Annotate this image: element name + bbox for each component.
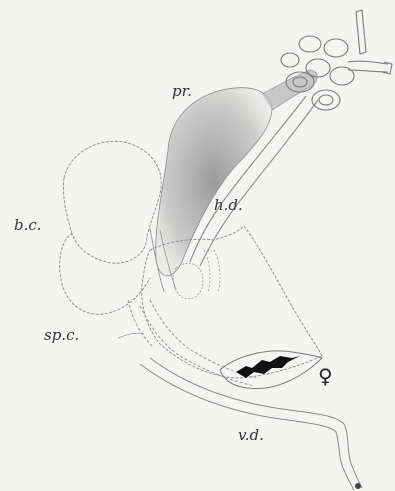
- label-spermathecal-canal: sp.c.: [44, 326, 79, 344]
- coiled-duct: [281, 10, 392, 110]
- label-prostate: pr.: [172, 82, 192, 100]
- bursa-copulatrix: [60, 141, 162, 314]
- genital-aperture: [220, 351, 322, 389]
- spermathecal-canal: [128, 300, 256, 386]
- female-symbol: ♀: [318, 364, 333, 388]
- label-vas-deferens: v.d.: [238, 426, 264, 444]
- label-bursa-copulatrix: b.c.: [14, 216, 42, 234]
- label-hermaphrodite-duct: h.d.: [214, 196, 243, 214]
